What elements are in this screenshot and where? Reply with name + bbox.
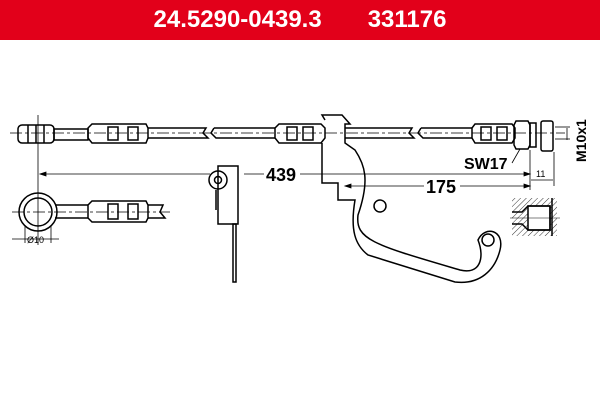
thread-section-detail [510,198,560,236]
main-hose [10,115,565,245]
dim-banjo-diameter: Ø10 [27,235,44,245]
dim-overall-length: 439 [266,165,296,185]
hose-clip [208,165,239,283]
nut-sw17 [513,120,531,150]
reference-number: 331176 [367,6,447,33]
dimension-lines [38,126,570,190]
title-bar: 24.5290-0439.3 331176 [0,0,600,40]
part-number: 24.5290-0439.3 [153,6,322,33]
banjo-fitting [12,192,170,243]
dim-bracket-offset: 175 [426,177,456,197]
mounting-bracket [320,114,502,284]
dim-thread: M10x1 [573,119,589,162]
dim-thread-length: 11 [536,169,545,179]
dim-wrench-size: SW17 [464,156,508,173]
